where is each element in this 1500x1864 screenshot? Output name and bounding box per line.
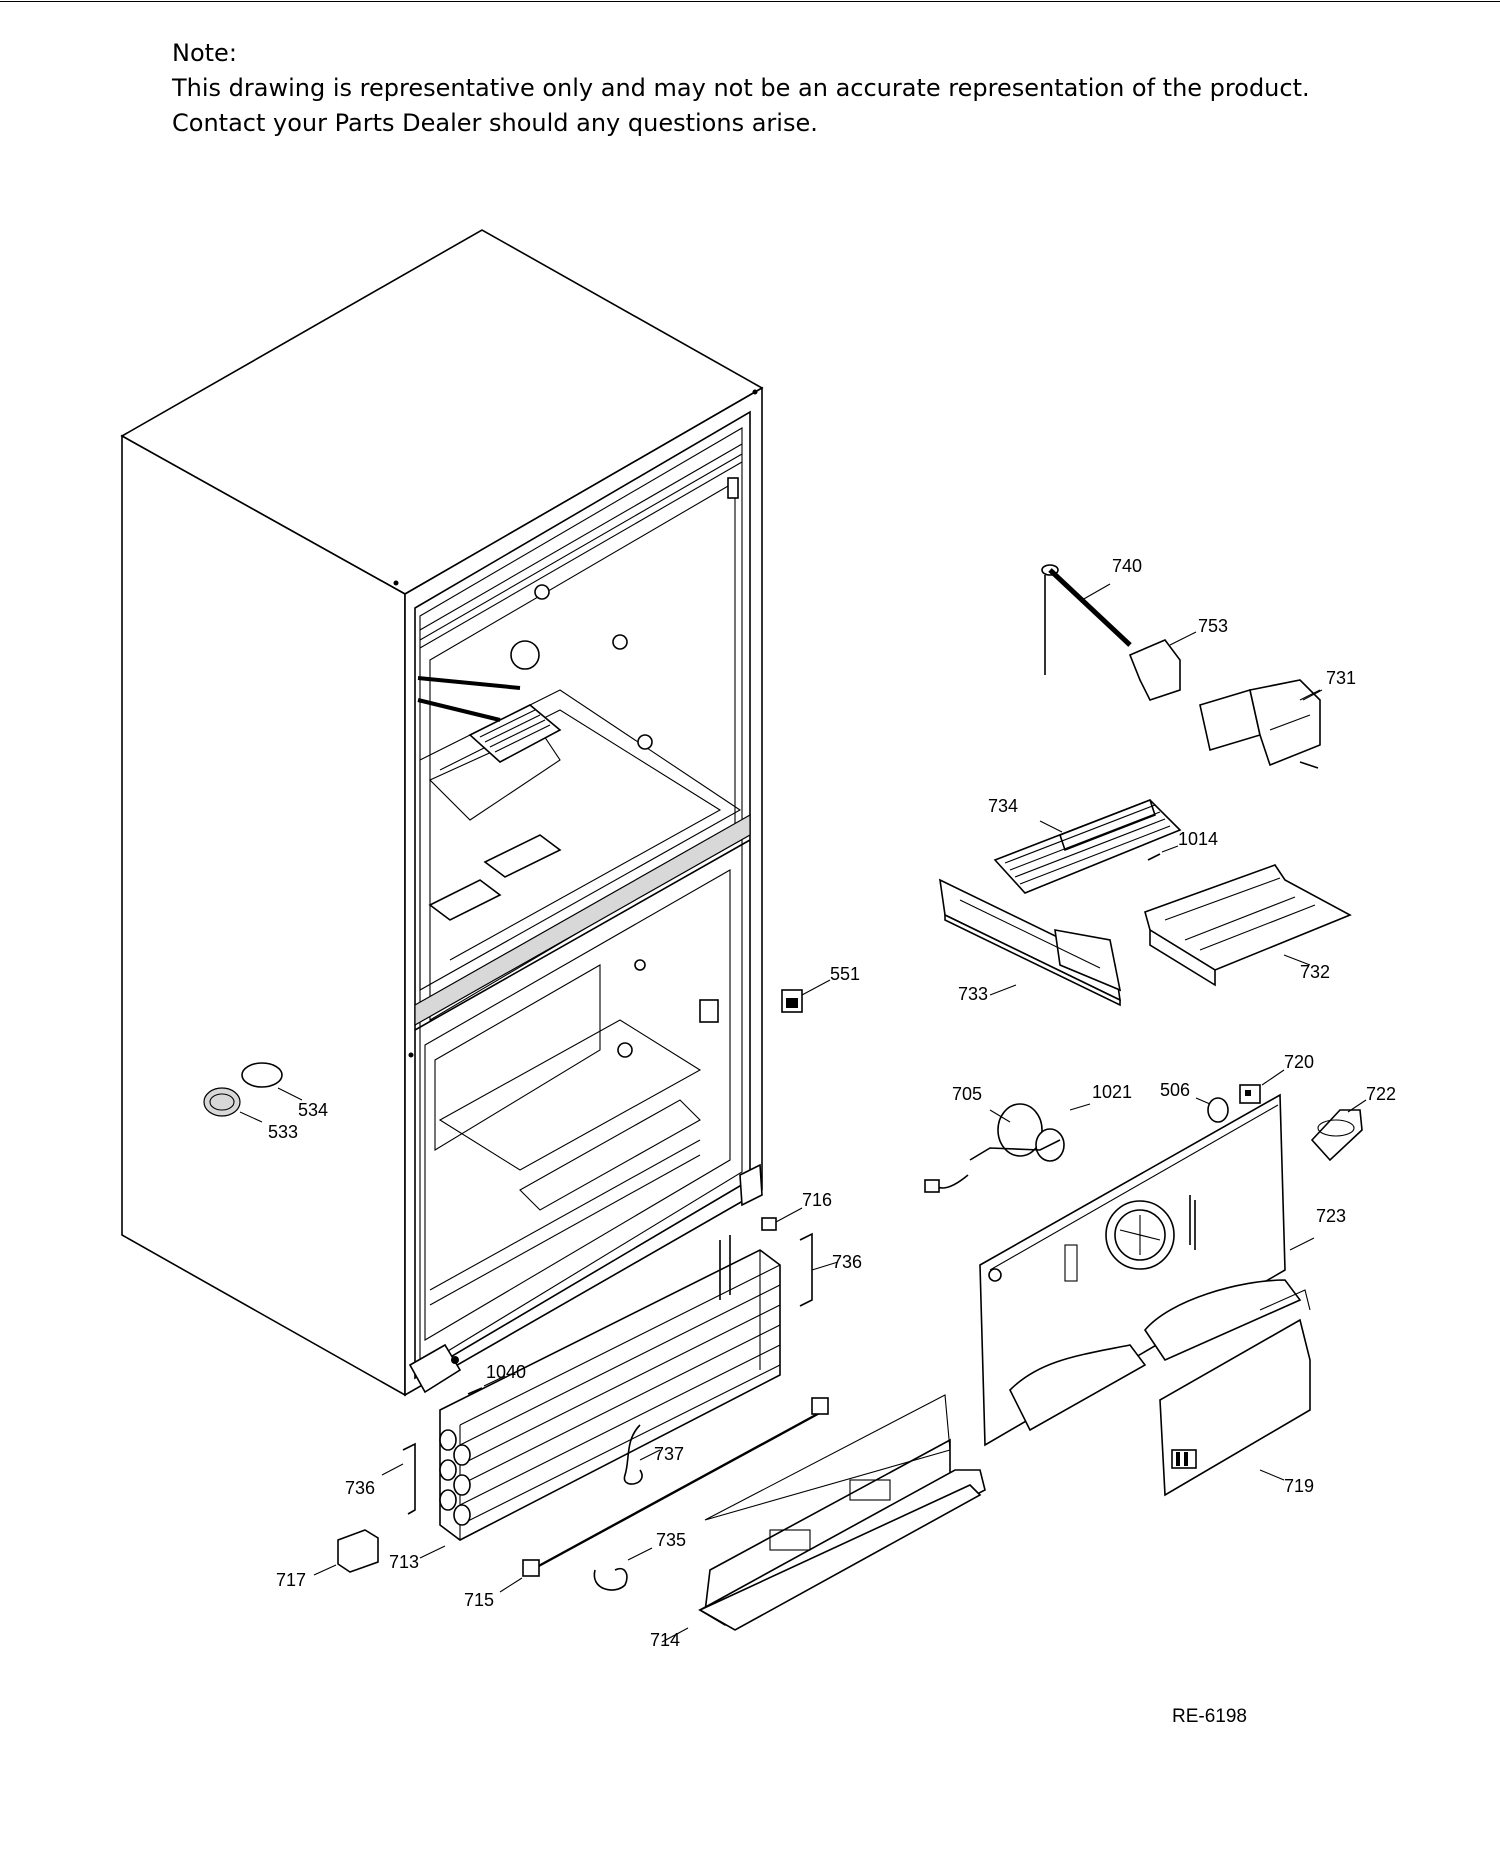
part-1014-screw	[1147, 845, 1179, 861]
note-heading: Note:	[172, 39, 237, 67]
label-732: 732	[1300, 962, 1330, 982]
part-1040-screw	[467, 1375, 506, 1395]
label-506: 506	[1160, 1080, 1190, 1100]
top-border-line	[0, 1, 1500, 2]
label-733: 733	[958, 984, 988, 1004]
label-736-upper: 736	[832, 1252, 862, 1272]
part-705-fan-motor	[924, 1103, 1091, 1193]
label-740: 740	[1112, 556, 1142, 576]
part-715-heater	[499, 1397, 829, 1593]
label-534: 534	[298, 1100, 328, 1120]
label-735: 735	[656, 1530, 686, 1550]
part-number-labels: 740 753 731 734 1014 733 732 551 720 705…	[268, 556, 1396, 1650]
label-1040: 1040	[486, 1362, 526, 1382]
part-753-bracket	[1128, 631, 1197, 701]
part-735-clip	[593, 1547, 653, 1591]
part-506-bulb	[1195, 1097, 1229, 1123]
part-733-rail	[938, 878, 1122, 1007]
refrigerator-cabinet	[120, 229, 764, 1397]
part-737-wire	[623, 1424, 661, 1485]
disclaimer-note: Note: This drawing is representative onl…	[172, 36, 1310, 141]
label-1021: 1021	[1092, 1082, 1132, 1102]
side-vent-parts	[203, 1062, 303, 1123]
label-736-lower: 736	[345, 1478, 375, 1498]
part-731-icemaker	[1199, 679, 1323, 769]
part-714-drain-pan	[661, 1394, 986, 1643]
note-line-1: This drawing is representative only and …	[172, 74, 1310, 102]
label-720: 720	[1284, 1052, 1314, 1072]
note-line-2: Contact your Parts Dealer should any que…	[172, 109, 818, 137]
label-1014: 1014	[1178, 829, 1218, 849]
label-722: 722	[1366, 1084, 1396, 1104]
part-717-block	[313, 1529, 379, 1576]
label-737: 737	[654, 1444, 684, 1464]
label-717: 717	[276, 1570, 306, 1590]
part-719-lower-cover	[1009, 1279, 1311, 1497]
label-715: 715	[464, 1590, 494, 1610]
part-720-socket	[1239, 1069, 1285, 1104]
label-734: 734	[988, 796, 1018, 816]
label-723: 723	[1316, 1206, 1346, 1226]
part-551-switch	[781, 979, 831, 1013]
part-713-evaporator	[419, 1235, 781, 1559]
part-722-light-cover	[1310, 1099, 1367, 1162]
label-705: 705	[952, 1084, 982, 1104]
label-551: 551	[830, 964, 860, 984]
label-753: 753	[1198, 616, 1228, 636]
part-716-clip	[761, 1207, 803, 1231]
part-740-tube	[1041, 564, 1132, 675]
label-719: 719	[1284, 1476, 1314, 1496]
label-716: 716	[802, 1190, 832, 1210]
part-723-cover-panel	[979, 1093, 1315, 1447]
part-736-brackets	[381, 1232, 839, 1515]
part-732-shelf	[1144, 864, 1352, 987]
diagram-reference-code: RE-6198	[1172, 1706, 1247, 1727]
label-713: 713	[389, 1552, 419, 1572]
label-714: 714	[650, 1630, 680, 1650]
part-734-grille	[993, 798, 1182, 894]
label-731: 731	[1326, 668, 1356, 688]
label-533: 533	[268, 1122, 298, 1142]
